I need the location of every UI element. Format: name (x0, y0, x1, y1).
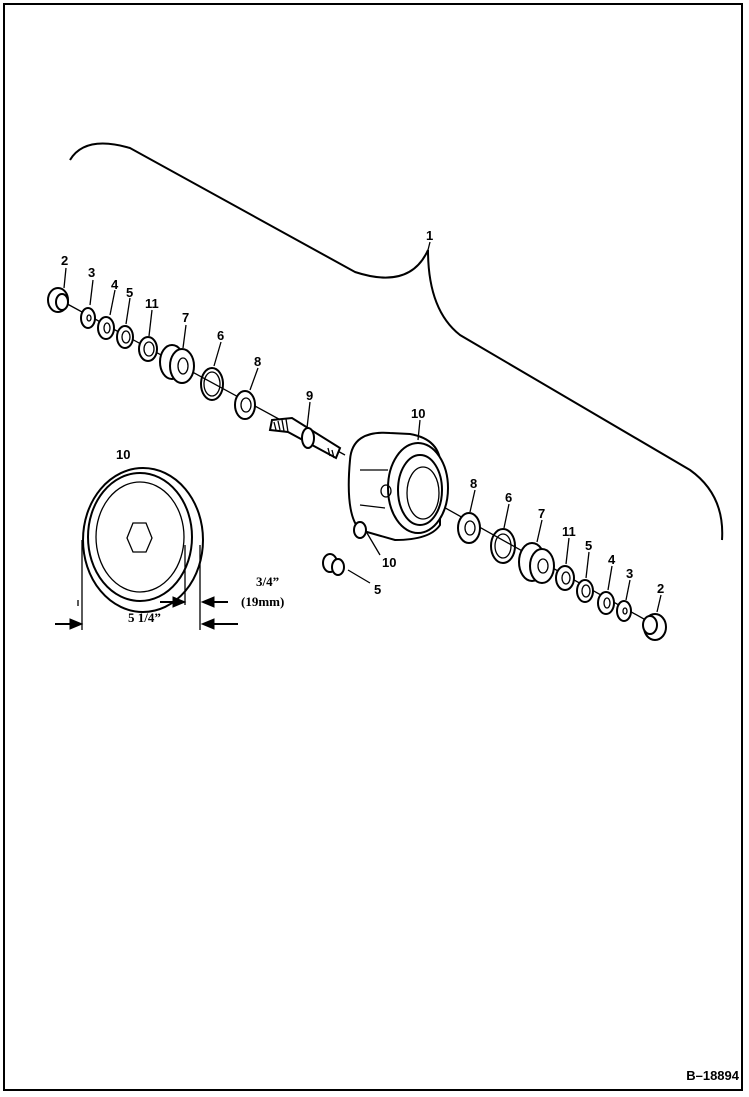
snap-ring-6-right (490, 528, 516, 564)
callout-10-hub: 10 (411, 406, 425, 421)
page-border (3, 3, 743, 1091)
dimension-diameter (55, 618, 238, 630)
washer-4-left (97, 316, 115, 340)
bearing-8-left (234, 390, 256, 420)
plug-10-center (353, 521, 367, 539)
callout-11-left: 11 (145, 296, 159, 311)
bearing-11-right (555, 565, 575, 591)
hub-7-right (518, 542, 555, 584)
callout-2-right: 2 (657, 581, 664, 596)
callout-7-right: 7 (538, 506, 545, 521)
callout-5-center: 5 (374, 582, 381, 597)
dimension-thickness-metric-label: (19mm) (241, 594, 284, 609)
callout-6-right: 6 (505, 490, 512, 505)
shaft-9 (268, 416, 342, 460)
dimension-thickness (77, 596, 228, 608)
hub-7-left (159, 344, 195, 384)
callout-5-right: 5 (585, 538, 592, 553)
fitting-5-center (322, 553, 345, 576)
cap-nut-right (642, 613, 667, 641)
callout-leader (427, 241, 431, 251)
callout-1: 1 (426, 228, 433, 243)
callout-4-right: 4 (608, 552, 616, 567)
callout-11-right: 11 (562, 524, 576, 539)
cap-nut-left (47, 287, 69, 313)
callout-3-left: 3 (88, 265, 95, 280)
leader-5-center (347, 569, 371, 584)
dimension-diameter-label: 5 1/4” (128, 610, 161, 625)
bearing-8-right (457, 512, 481, 544)
callout-4-left: 4 (111, 277, 119, 292)
callout-7-left: 7 (182, 310, 189, 325)
assembly-brace (69, 142, 724, 541)
callout-10-center: 10 (382, 555, 396, 570)
callout-5-left: 5 (126, 285, 133, 300)
washer-3-right (616, 600, 632, 622)
callout-10-detail: 10 (116, 447, 130, 462)
bearing-11-left (138, 336, 158, 362)
wheel-hub-10 (347, 431, 449, 542)
callout-8-left: 8 (254, 354, 261, 369)
callout-2-left: 2 (61, 253, 68, 268)
callout-3-right: 3 (626, 566, 633, 581)
callout-6-left: 6 (217, 328, 224, 343)
leader-10-center (366, 532, 381, 556)
callout-9: 9 (306, 388, 313, 403)
callout-8-right: 8 (470, 476, 477, 491)
snap-ring-6-left (200, 367, 224, 401)
seal-5-right (576, 579, 594, 603)
washer-3-left (80, 307, 96, 329)
seal-5-left (116, 325, 134, 349)
hub-detail-view (81, 467, 204, 630)
dimension-thickness-label: 3/4” (256, 574, 279, 589)
figure-code: B–18894 (686, 1068, 739, 1083)
washer-4-right (597, 591, 615, 615)
label-leaders (63, 267, 662, 613)
